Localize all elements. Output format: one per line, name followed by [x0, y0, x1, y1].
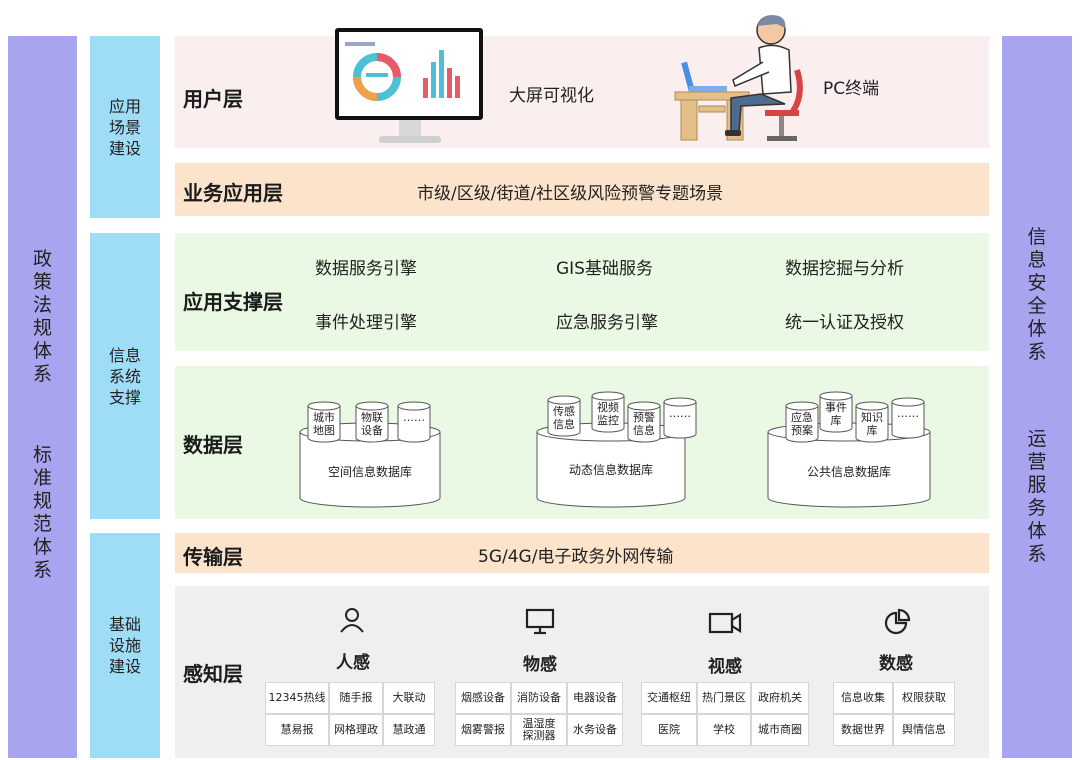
person-icon [340, 608, 364, 633]
database-drum: 事件 库 [819, 391, 853, 433]
sense-source-cell: 烟感设备 [455, 682, 511, 714]
database-drum-label: …… [897, 407, 919, 420]
sense-source-cell: 水务设备 [567, 714, 623, 746]
sense-source-cell: 随手报 [329, 682, 383, 714]
dynamic-database-name: 动态信息数据库 [568, 463, 653, 477]
database-drum-label: 应急 预案 [791, 411, 813, 437]
business-layer-title: 业务应用层 [183, 181, 283, 205]
database-drum: 视频 监控 [591, 391, 625, 433]
monitor-stand [399, 120, 421, 138]
database-drum: 物联 设备 [355, 401, 389, 443]
database-drum-label: 视频 监控 [597, 401, 619, 427]
transport-layer-text: 5G/4G/电子政务外网传输 [478, 547, 674, 567]
user-layer: 用户层 大屏可视化 [175, 15, 989, 148]
sense-source-cell: 数据世界 [833, 714, 893, 746]
left-pillar: 政策法 规体系 标准规 范体系 [8, 36, 77, 758]
policy-law-system-label: 政策法 规体系 [32, 248, 52, 385]
data-layer: 数据层 空间信息数据库 动态信息数据库 公共信息数据库 城市 地图 物联 设备 ……… [175, 366, 989, 519]
database-drum: …… [397, 401, 431, 443]
right-pillar: 信息安 全体系 运营服 务体系 [1002, 36, 1072, 758]
database-drum: …… [663, 397, 697, 439]
pc-terminal-label: PC终端 [823, 79, 880, 99]
big-screen-label: 大屏可视化 [509, 86, 594, 106]
pc-user-icon [674, 15, 803, 141]
sense-source-cell: 医院 [641, 714, 697, 746]
sense-layer-title: 感知层 [183, 662, 243, 686]
database-drum-label: 预警 信息 [633, 411, 655, 437]
database-drum: 预警 信息 [627, 401, 661, 443]
business-layer-text: 市级/区级/街道/社区级风险预警专题场景 [417, 184, 724, 204]
support-item-data-service-engine: 数据服务引擎 [315, 259, 417, 279]
standard-norm-system-label: 标准规 范体系 [32, 444, 52, 581]
spatial-database-name: 空间信息数据库 [327, 465, 412, 479]
user-layer-title: 用户层 [183, 87, 243, 111]
sense-source-cell: 慧易报 [265, 714, 329, 746]
group-title-people: 人感 [336, 653, 370, 673]
sense-source-cell: 舆情信息 [893, 714, 955, 746]
pie-chart-icon [884, 608, 911, 635]
sense-source-cell: 交通枢纽 [641, 682, 697, 714]
big-screen-monitor-icon [335, 28, 483, 120]
database-drum-label: 事件 库 [825, 401, 847, 427]
database-drum-label: 物联 设备 [361, 411, 383, 437]
support-item-data-mining: 数据挖掘与分析 [785, 259, 904, 279]
info-security-system-label: 信息安 全体系 [1027, 226, 1047, 363]
database-drum: 传感 信息 [547, 395, 581, 437]
sense-source-cell: 温湿度 探测器 [511, 714, 567, 746]
sense-layer: 感知层 人感 物感 视感 数感 12345热线随手报大联动慧易报网格理政慧政通烟… [175, 586, 989, 758]
monitor-icon [525, 608, 555, 635]
database-drum: 应急 预案 [785, 401, 819, 443]
dynamic-database [536, 422, 686, 508]
monitor-base [379, 136, 441, 143]
sense-source-cell: 消防设备 [511, 682, 567, 714]
sense-source-cell: 大联动 [383, 682, 435, 714]
database-drum-label: …… [403, 411, 425, 424]
database-drum-label: 知识 库 [861, 411, 883, 437]
sense-source-cell: 网格理政 [329, 714, 383, 746]
support-item-auth: 统一认证及授权 [785, 313, 904, 333]
sense-source-cell: 烟雾警报 [455, 714, 511, 746]
support-layer: 应用支撑层 数据服务引擎 GIS基础服务 数据挖掘与分析 事件处理引擎 应急服务… [175, 233, 989, 351]
sense-source-cell: 学校 [697, 714, 751, 746]
sense-source-cell: 城市商圈 [751, 714, 809, 746]
support-item-gis-service: GIS基础服务 [556, 259, 653, 279]
support-item-event-engine: 事件处理引擎 [315, 313, 417, 333]
sense-source-cell: 政府机关 [751, 682, 809, 714]
sense-source-cell: 电器设备 [567, 682, 623, 714]
group-title-things: 物感 [523, 655, 557, 675]
sense-source-cell: 权限获取 [893, 682, 955, 714]
database-drum: 城市 地图 [307, 401, 341, 443]
database-drum-label: …… [669, 407, 691, 420]
database-drum: …… [891, 397, 925, 439]
database-drum-label: 城市 地图 [313, 411, 335, 437]
transport-layer: 传输层 5G/4G/电子政务外网传输 [175, 533, 989, 573]
group-title-video: 视感 [708, 657, 742, 677]
data-layer-title: 数据层 [183, 433, 243, 457]
public-database-name: 公共信息数据库 [806, 465, 891, 479]
sense-source-cell: 12345热线 [265, 682, 329, 714]
sense-source-cell: 热门景区 [697, 682, 751, 714]
section-app-scene: 应用场景建设 [90, 36, 160, 218]
group-title-data: 数感 [879, 654, 913, 674]
support-item-emergency-engine: 应急服务引擎 [556, 313, 658, 333]
sense-source-cell: 慧政通 [383, 714, 435, 746]
transport-layer-title: 传输层 [183, 545, 243, 569]
operation-service-system-label: 运营服 务体系 [1027, 428, 1047, 565]
database-drum-label: 传感 信息 [553, 405, 575, 431]
business-layer: 业务应用层 市级/区级/街道/社区级风险预警专题场景 [175, 163, 989, 216]
database-drum: 知识 库 [855, 401, 889, 443]
sense-source-cell: 信息收集 [833, 682, 893, 714]
public-database [767, 422, 931, 508]
video-camera-icon [708, 612, 742, 634]
support-layer-title: 应用支撑层 [183, 290, 283, 314]
section-infrastructure: 基础设施建设 [90, 533, 160, 758]
section-info-system: 信息系统支撑 [90, 233, 160, 519]
